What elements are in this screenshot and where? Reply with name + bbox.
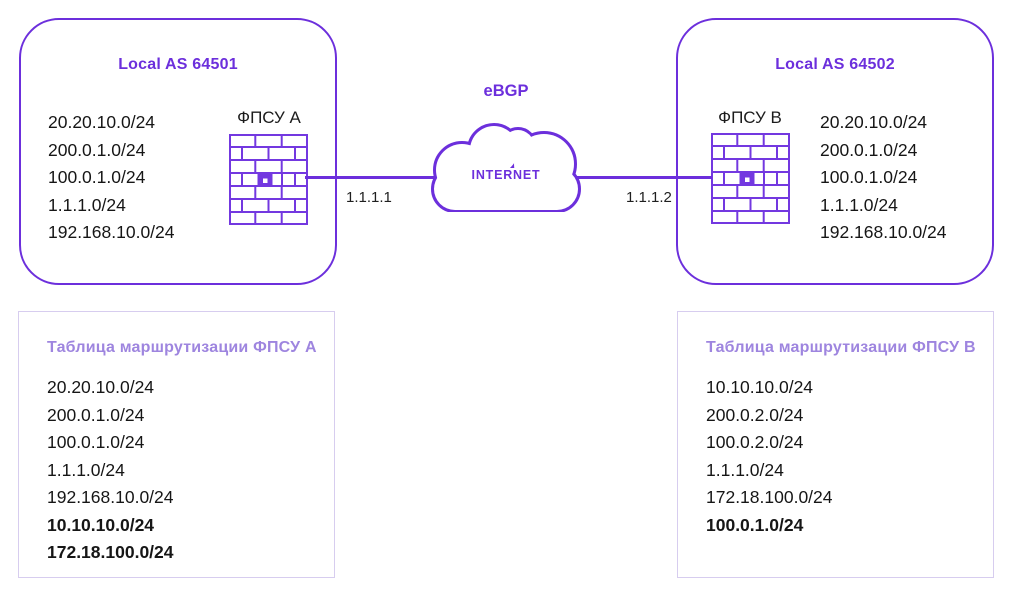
routing-table-rows: 20.20.10.0/24 200.0.1.0/24 100.0.1.0/24 1.1… (47, 374, 174, 567)
route-entry: 10.10.10.0/24 (706, 377, 814, 397)
firewall-b-icon (711, 133, 790, 224)
as-right-network-list: 20.20.10.0/24 200.0.1.0/24 100.0.1.0/24 1.1… (820, 109, 947, 247)
firewall-a-icon (229, 134, 308, 225)
as-title: Local AS 64502 (775, 56, 895, 73)
route-entry: 10.10.10.0/24 (47, 514, 155, 535)
as-left-network-list: 20.20.10.0/24 200.0.1.0/24 100.0.1.0/24 1.1… (48, 109, 175, 247)
route-entry: 172.18.100.0/24 (47, 542, 174, 562)
as-title: Local AS 64501 (118, 56, 238, 73)
firewall-a-label: ФПСУ А (237, 108, 301, 127)
network-prefix: 200.0.1.0/24 (48, 139, 146, 160)
network-prefix: 192.168.10.0/24 (48, 222, 175, 242)
route-entry: 100.0.1.0/24 (47, 432, 145, 452)
route-entry: 172.18.100.0/24 (706, 487, 833, 507)
route-entry: 1.1.1.0/24 (47, 459, 125, 480)
as-box-local-64502: Local AS 64502 (676, 18, 994, 285)
routing-table-rows: 10.10.10.0/24 200.0.2.0/24 100.0.2.0/24 1.1… (706, 374, 833, 539)
network-prefix: 20.20.10.0/24 (820, 112, 928, 132)
route-entry: 100.0.1.0/24 (706, 514, 804, 535)
routing-table-fpsu-a: Таблица маршрутизации ФПСУ А 20.20.10.0/… (18, 311, 335, 578)
internet-label: INTERNET (471, 168, 541, 182)
route-entry: 20.20.10.0/24 (47, 377, 155, 397)
network-prefix: 192.168.10.0/24 (820, 222, 947, 242)
as-box-local-64501: Local AS 64501 (19, 18, 337, 285)
interface-ip-right: 1.1.1.2 (626, 189, 672, 206)
ebgp-label: eBGP (483, 82, 529, 100)
route-entry: 200.0.2.0/24 (706, 404, 804, 425)
network-prefix: 100.0.1.0/24 (48, 167, 146, 187)
routing-table-title: Таблица маршрутизации ФПСУ А (47, 339, 317, 356)
routing-table-fpsu-b: Таблица маршрутизации ФПСУ В 10.10.10.0/… (677, 311, 994, 578)
route-entry: 192.168.10.0/24 (47, 487, 174, 507)
network-prefix: 200.0.1.0/24 (820, 139, 918, 160)
network-prefix: 20.20.10.0/24 (48, 112, 156, 132)
route-entry: 1.1.1.0/24 (706, 459, 784, 480)
routing-table-title: Таблица маршрутизации ФПСУ В (706, 339, 976, 356)
network-prefix: 100.0.1.0/24 (820, 167, 918, 187)
network-prefix: 1.1.1.0/24 (48, 194, 126, 215)
route-entry: 100.0.2.0/24 (706, 432, 804, 452)
internet-cloud-icon (431, 123, 581, 212)
network-prefix: 1.1.1.0/24 (820, 194, 898, 215)
firewall-b-label: ФПСУ В (718, 108, 782, 127)
route-entry: 200.0.1.0/24 (47, 404, 145, 425)
interface-ip-left: 1.1.1.1 (346, 189, 392, 206)
